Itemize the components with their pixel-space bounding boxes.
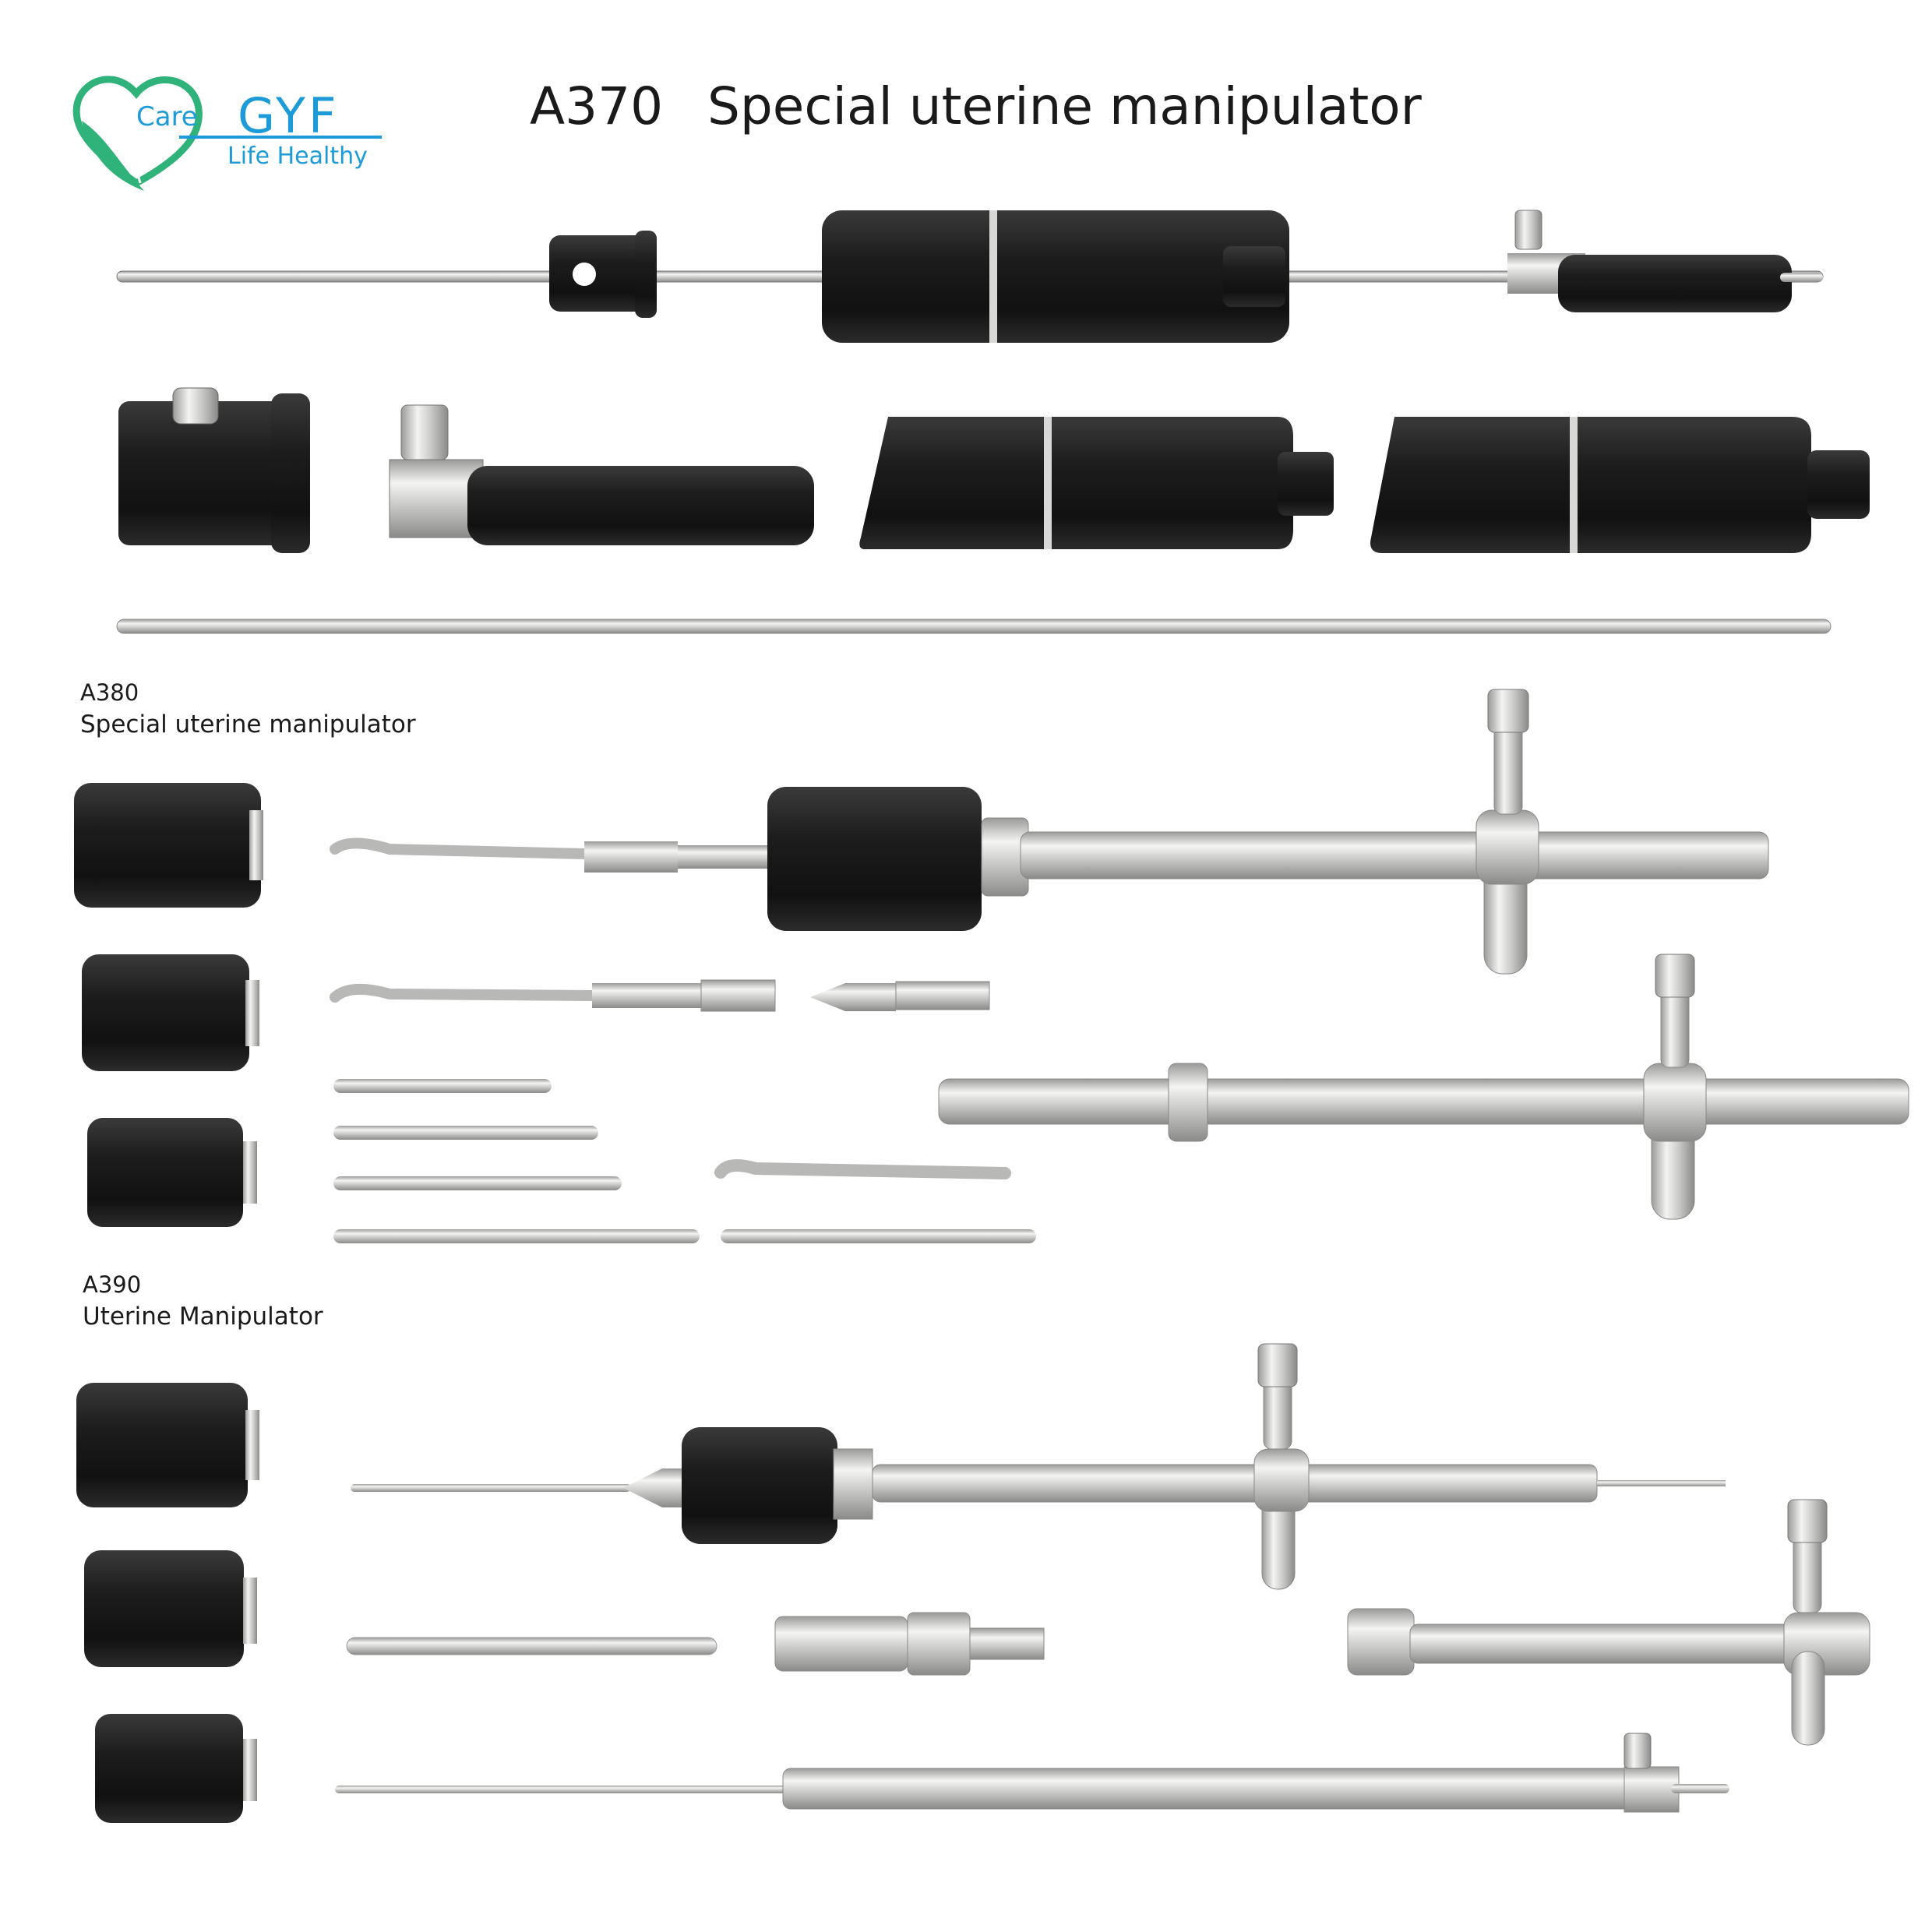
a390-straight-rod xyxy=(346,1637,717,1655)
logo-care-text: Care xyxy=(136,101,198,132)
a390-long-rod xyxy=(335,1733,1729,1813)
a380-assembled-manipulator xyxy=(330,689,1769,975)
a390-assembled-manipulator xyxy=(351,1343,1726,1590)
a370-cup-small-part xyxy=(1370,417,1870,553)
product-code-a390: A390 xyxy=(83,1271,142,1298)
a390-cup-3 xyxy=(95,1714,257,1823)
brand-logo-mark xyxy=(72,76,203,191)
a380-straight-rods xyxy=(333,1079,1036,1243)
product-code-a380: A380 xyxy=(80,679,139,706)
a390-cup-2 xyxy=(84,1550,257,1667)
a380-curved-sound xyxy=(330,979,776,1012)
a370-assembled-manipulator xyxy=(116,210,1824,343)
product-title: Special uterine manipulator xyxy=(707,76,1422,136)
product-code-a370: A370 xyxy=(530,76,664,136)
a380-cup-2 xyxy=(82,954,259,1071)
logo-name-text: GYF xyxy=(238,87,340,144)
a380-cup-3 xyxy=(87,1118,257,1227)
a380-spiral-tip xyxy=(810,981,990,1011)
product-name-a390: Uterine Manipulator xyxy=(83,1303,323,1331)
a380-cup-1 xyxy=(74,783,263,908)
a370-graduated-rod xyxy=(116,619,1832,634)
product-name-a380: Special uterine manipulator xyxy=(80,710,416,739)
a390-cup-1 xyxy=(76,1383,259,1507)
a370-cup-large-part xyxy=(859,417,1334,549)
a380-spare-shaft xyxy=(938,954,1909,1220)
logo-tagline-text: Life Healthy xyxy=(227,143,368,170)
logo-underline xyxy=(179,136,382,139)
a390-spiral-tip xyxy=(774,1612,1045,1676)
a390-spare-shaft xyxy=(1347,1499,1870,1746)
a370-handle-part xyxy=(389,404,814,545)
a370-locking-ring-part xyxy=(118,387,310,553)
